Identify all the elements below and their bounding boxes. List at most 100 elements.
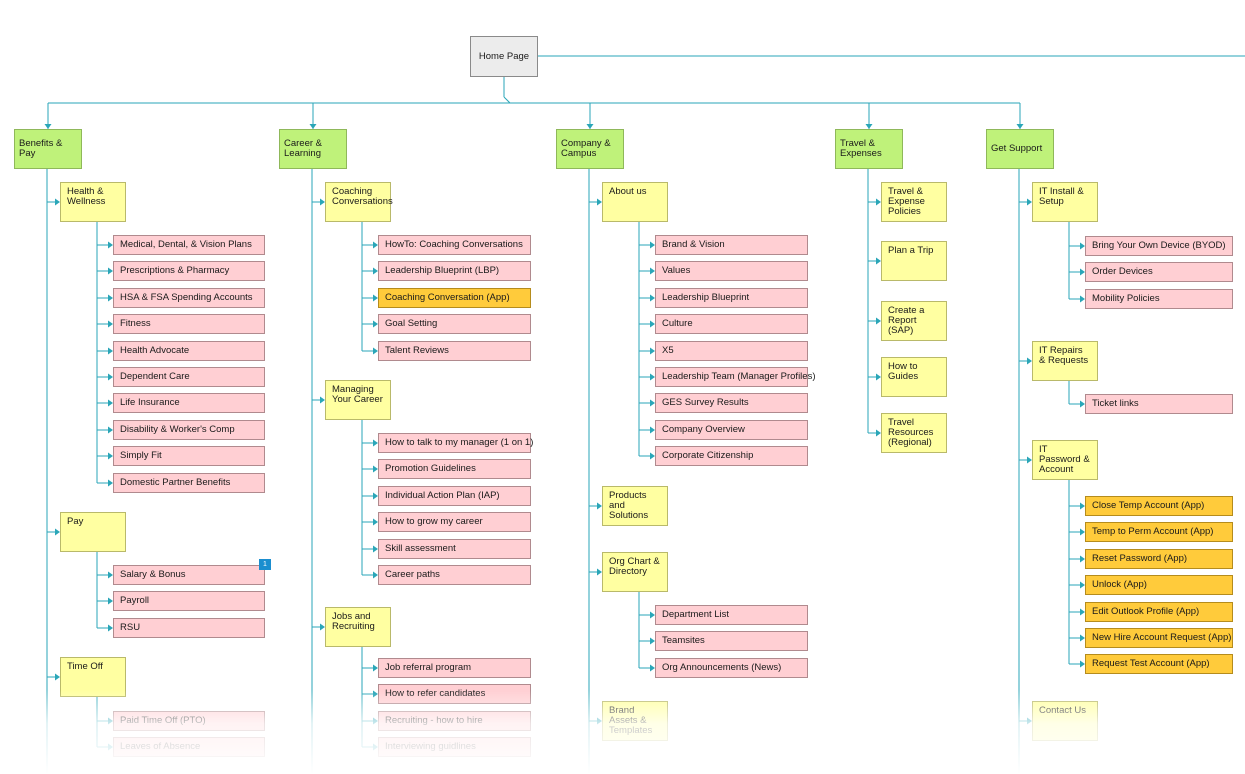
node-values[interactable]: Values <box>655 261 808 281</box>
node-order-devices[interactable]: Order Devices <box>1085 262 1233 282</box>
connector-arrow <box>55 673 60 681</box>
node-career-learning[interactable]: Career & Learning <box>279 129 347 169</box>
node-skill-assessment[interactable]: Skill assessment <box>378 539 531 559</box>
node-contact-us[interactable]: Contact Us <box>1032 701 1098 741</box>
node-pay[interactable]: Pay <box>60 512 126 552</box>
node-jobs-and-recruiting[interactable]: Jobs and Recruiting <box>325 607 391 647</box>
node-talent-reviews[interactable]: Talent Reviews <box>378 341 531 361</box>
connector-arrow <box>373 465 378 473</box>
node-rsu[interactable]: RSU <box>113 618 265 638</box>
connector-arrow <box>320 623 325 631</box>
node-close-temp-account-app[interactable]: Close Temp Account (App) <box>1085 496 1233 516</box>
node-how-to-refer-candidates[interactable]: How to refer candidates <box>378 684 531 704</box>
node-howto-coaching-conversations[interactable]: HowTo: Coaching Conversations <box>378 235 531 255</box>
connector-arrow <box>320 396 325 404</box>
connector-arrow <box>373 241 378 249</box>
node-get-support[interactable]: Get Support <box>986 129 1054 169</box>
connector-arrow <box>876 429 881 437</box>
node-domestic-partner-benefits[interactable]: Domestic Partner Benefits <box>113 473 265 493</box>
node-disability-worker-s-comp[interactable]: Disability & Worker's Comp <box>113 420 265 440</box>
node-it-install-setup[interactable]: IT Install & Setup <box>1032 182 1098 222</box>
node-edit-outlook-profile-app[interactable]: Edit Outlook Profile (App) <box>1085 602 1233 622</box>
node-teamsites[interactable]: Teamsites <box>655 631 808 651</box>
node-mobility-policies[interactable]: Mobility Policies <box>1085 289 1233 309</box>
node-department-list[interactable]: Department List <box>655 605 808 625</box>
node-products-and-solutions[interactable]: Products and Solutions <box>602 486 668 526</box>
node-leaves-of-absence[interactable]: Leaves of Absence <box>113 737 265 757</box>
node-org-chart-directory[interactable]: Org Chart & Directory <box>602 552 668 592</box>
node-temp-to-perm-account-app[interactable]: Temp to Perm Account (App) <box>1085 522 1233 542</box>
node-salary-bonus[interactable]: Salary & Bonus <box>113 565 265 585</box>
node-ges-survey-results[interactable]: GES Survey Results <box>655 393 808 413</box>
connector-arrow <box>373 518 378 526</box>
node-hsa-fsa-spending-accounts[interactable]: HSA & FSA Spending Accounts <box>113 288 265 308</box>
connector-arrow <box>108 294 113 302</box>
connector-arrow <box>650 241 655 249</box>
node-corporate-citizenship[interactable]: Corporate Citizenship <box>655 446 808 466</box>
node-time-off[interactable]: Time Off <box>60 657 126 697</box>
node-leadership-blueprint[interactable]: Leadership Blueprint <box>655 288 808 308</box>
connector-arrow <box>108 479 113 487</box>
node-travel-expense-policies[interactable]: Travel & Expense Policies <box>881 182 947 222</box>
node-coaching-conversations[interactable]: Coaching Conversations <box>325 182 393 222</box>
node-how-to-guides[interactable]: How to Guides <box>881 357 947 397</box>
node-company-campus[interactable]: Company & Campus <box>556 129 624 169</box>
node-travel-resources-regional[interactable]: Travel Resources (Regional) <box>881 413 947 453</box>
node-leadership-team-manager-profiles[interactable]: Leadership Team (Manager Profiles) <box>655 367 815 387</box>
node-health-wellness[interactable]: Health & Wellness <box>60 182 126 222</box>
node-new-hire-account-request-app[interactable]: New Hire Account Request (App) <box>1085 628 1233 648</box>
node-x5[interactable]: X5 <box>655 341 808 361</box>
node-travel-expenses[interactable]: Travel & Expenses <box>835 129 903 169</box>
connector-arrow <box>108 452 113 460</box>
node-individual-action-plan-iap[interactable]: Individual Action Plan (IAP) <box>378 486 531 506</box>
node-fitness[interactable]: Fitness <box>113 314 265 334</box>
connector-arrow <box>1027 357 1032 365</box>
node-how-to-talk-to-my-manager-1-on-1[interactable]: How to talk to my manager (1 on 1) <box>378 433 533 453</box>
node-it-repairs-requests[interactable]: IT Repairs & Requests <box>1032 341 1098 381</box>
connector-arrow <box>650 426 655 434</box>
connector-arrow <box>1080 555 1085 563</box>
node-create-a-report-sap[interactable]: Create a Report (SAP) <box>881 301 947 341</box>
node-interviewing-guidlines[interactable]: Interviewing guidlines <box>378 737 531 757</box>
node-bring-your-own-device-byod[interactable]: Bring Your Own Device (BYOD) <box>1085 236 1233 256</box>
connector-arrow <box>1080 581 1085 589</box>
node-recruiting-how-to-hire[interactable]: Recruiting - how to hire <box>378 711 531 731</box>
node-brand-assets-templates[interactable]: Brand Assets & Templates <box>602 701 668 741</box>
node-job-referral-program[interactable]: Job referral program <box>378 658 531 678</box>
node-org-announcements-news[interactable]: Org Announcements (News) <box>655 658 808 678</box>
node-paid-time-off-pto[interactable]: Paid Time Off (PTO) <box>113 711 265 731</box>
node-ticket-links[interactable]: Ticket links <box>1085 394 1233 414</box>
connector-arrow <box>876 257 881 265</box>
node-how-to-grow-my-career[interactable]: How to grow my career <box>378 512 531 532</box>
node-health-advocate[interactable]: Health Advocate <box>113 341 265 361</box>
node-medical-dental-vision-plans[interactable]: Medical, Dental, & Vision Plans <box>113 235 265 255</box>
node-unlock-app[interactable]: Unlock (App) <box>1085 575 1233 595</box>
node-culture[interactable]: Culture <box>655 314 808 334</box>
node-plan-a-trip[interactable]: Plan a Trip <box>881 241 947 281</box>
node-brand-vision[interactable]: Brand & Vision <box>655 235 808 255</box>
node-managing-your-career[interactable]: Managing Your Career <box>325 380 391 420</box>
node-payroll[interactable]: Payroll <box>113 591 265 611</box>
connector-arrow <box>1080 242 1085 250</box>
node-benefits-pay[interactable]: Benefits & Pay <box>14 129 82 169</box>
node-it-password-account[interactable]: IT Password & Account <box>1032 440 1098 480</box>
node-life-insurance[interactable]: Life Insurance <box>113 393 265 413</box>
connector-arrow <box>55 198 60 206</box>
node-home-page[interactable]: Home Page <box>470 36 538 77</box>
node-about-us[interactable]: About us <box>602 182 668 222</box>
node-promotion-guidelines[interactable]: Promotion Guidelines <box>378 459 531 479</box>
node-simply-fit[interactable]: Simply Fit <box>113 446 265 466</box>
comment-badge[interactable]: 1 <box>259 559 271 570</box>
node-leadership-blueprint-lbp[interactable]: Leadership Blueprint (LBP) <box>378 261 531 281</box>
node-career-paths[interactable]: Career paths <box>378 565 531 585</box>
connector-arrow <box>108 267 113 275</box>
node-goal-setting[interactable]: Goal Setting <box>378 314 531 334</box>
node-dependent-care[interactable]: Dependent Care <box>113 367 265 387</box>
node-coaching-conversation-app[interactable]: Coaching Conversation (App) <box>378 288 531 308</box>
connector-arrow <box>44 124 52 129</box>
node-request-test-account-app[interactable]: Request Test Account (App) <box>1085 654 1233 674</box>
node-reset-password-app[interactable]: Reset Password (App) <box>1085 549 1233 569</box>
connector-arrow <box>650 347 655 355</box>
node-prescriptions-pharmacy[interactable]: Prescriptions & Pharmacy <box>113 261 265 281</box>
node-company-overview[interactable]: Company Overview <box>655 420 808 440</box>
